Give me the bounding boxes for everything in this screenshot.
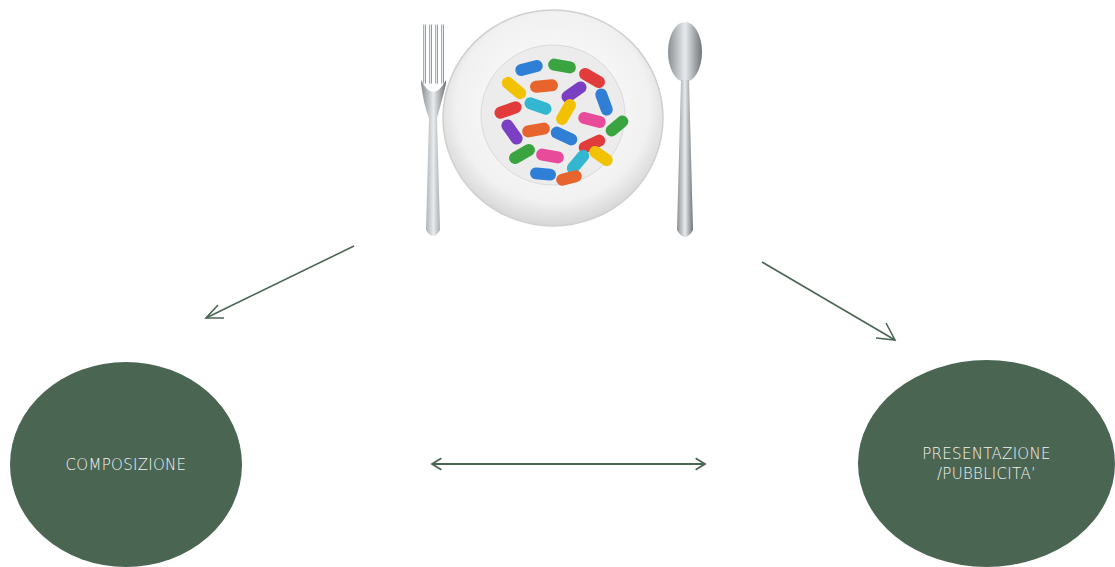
pills [493,58,631,188]
connector-arrow [432,458,705,469]
ellipse-shape [858,360,1115,567]
leader-arrow [206,246,895,340]
plate [443,10,663,226]
ellipse-node: PRESENTAZIONE /PUBBLICITA’ [858,360,1115,567]
node-label: COMPOSIZIONE [66,455,187,475]
node-label: PRESENTAZIONE /PUBBLICITA’ [902,444,1072,484]
plate-well [481,45,625,185]
spoon [668,22,702,237]
fork [421,24,446,236]
ellipse-node: COMPOSIZIONE [10,362,242,567]
